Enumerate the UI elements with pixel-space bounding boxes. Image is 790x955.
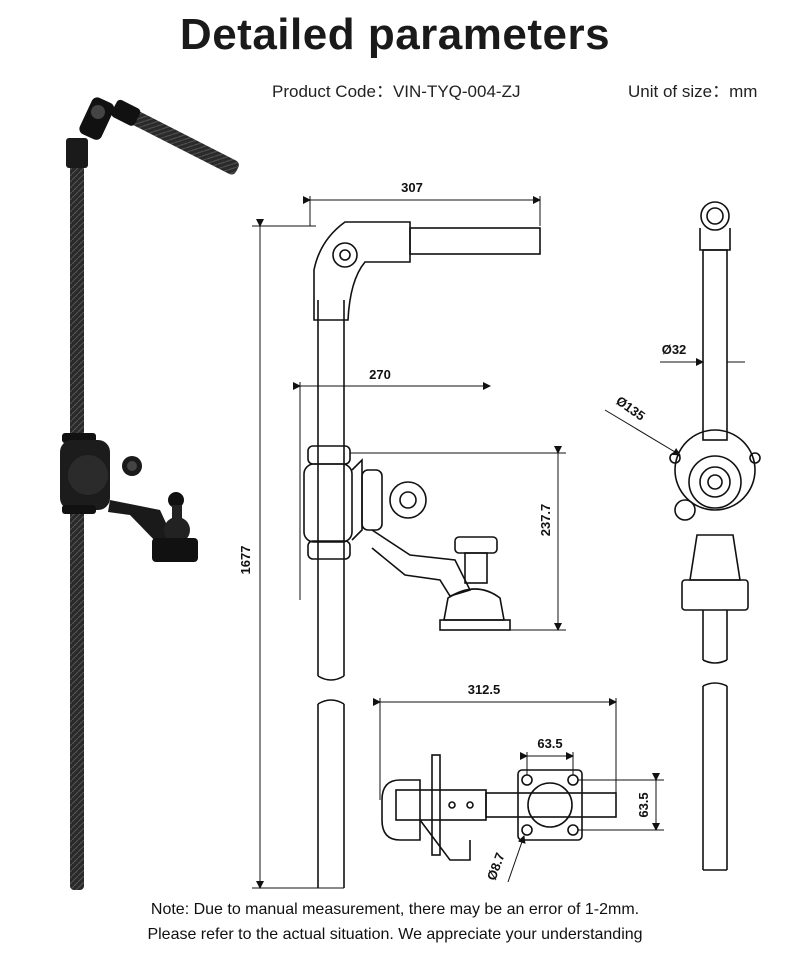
note-line-2: Please refer to the actual situation. We…	[147, 926, 643, 943]
top-view-drawing	[381, 754, 617, 861]
dim-plate-height: 63.5	[636, 792, 651, 817]
product-photo	[60, 97, 239, 890]
dim-clamp-height: 237.7	[538, 504, 553, 537]
unit-of-size: Unit of size：mm	[628, 82, 758, 101]
front-view-drawing	[303, 221, 541, 888]
page-title: Detailed parameters	[179, 10, 611, 59]
dim-bottom-width: 312.5	[468, 682, 501, 697]
side-view-dimensions	[604, 358, 745, 456]
dim-total-height: 1677	[238, 546, 253, 575]
dim-hole-diameter: Ø8.7	[484, 851, 508, 883]
dim-arm-width: 270	[369, 367, 391, 382]
top-view-dimensions	[373, 698, 664, 883]
dim-plate-width: 63.5	[537, 736, 562, 751]
dim-tube-diameter: Ø32	[662, 342, 687, 357]
dim-base-diameter: Ø135	[613, 393, 648, 424]
note-line-1: Note: Due to manual measurement, there m…	[150, 901, 640, 918]
dim-width-top: 307	[401, 180, 423, 195]
product-code: Product Code：VIN-TYQ-004-ZJ	[272, 82, 521, 101]
side-view-drawing	[669, 201, 761, 871]
front-view-dimensions	[252, 196, 566, 889]
